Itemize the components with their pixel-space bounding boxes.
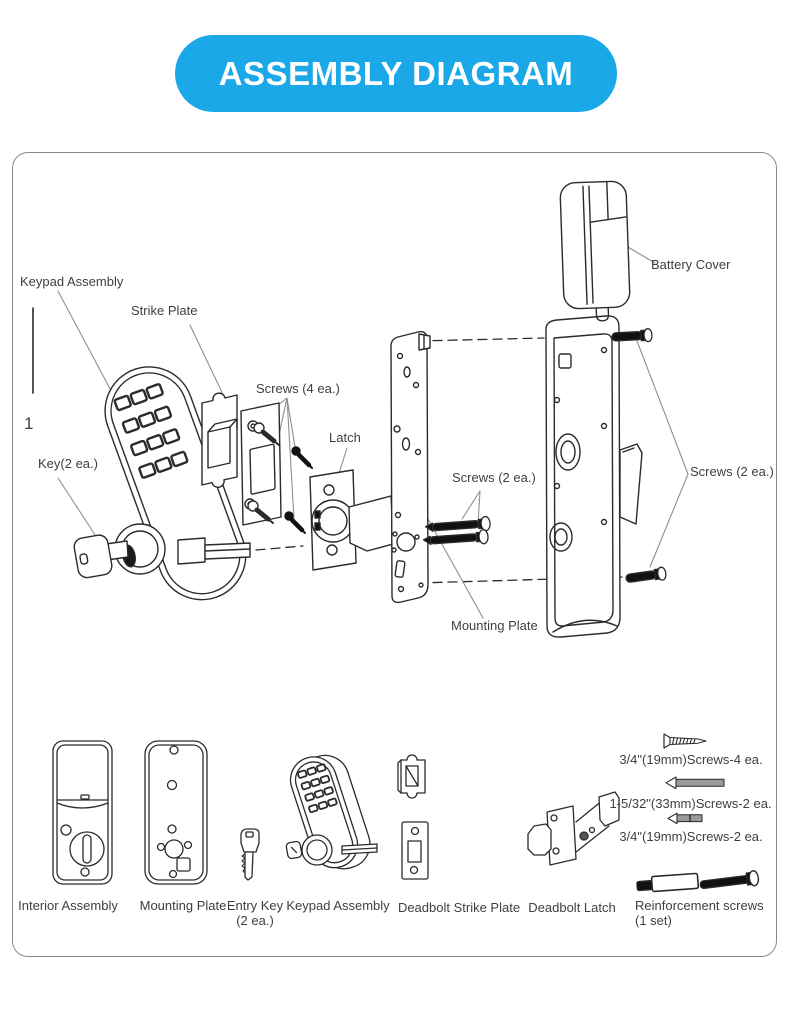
screws-2ea-right-drawing [611,328,667,583]
part-label-keypad-assembly: Keypad Assembly [286,898,390,913]
keypad-assembly-part-drawing [285,754,378,870]
deadbolt-strike-plate-part-drawing [397,754,429,880]
battery-cover-drawing [559,180,631,322]
part-label-deadbolt-latch: Deadbolt Latch [528,900,616,915]
screw-spec-label-1: 1-5/32"(33mm)Screws-2 ea. [609,796,772,811]
reinforcement-screws-icon [636,870,760,893]
callout-screws-2ea-right: Screws (2 ea.) [690,464,774,479]
interior-assembly-drawing [545,315,643,638]
short-machine-screw-icon [667,812,703,825]
strike-backbox-drawing [201,392,238,488]
mounting-plate-drawing [390,330,431,604]
screws-2ea-left-drawing [422,515,491,546]
callout-leader-lines [57,232,689,619]
part-label-reinforcement-screws: Reinforcement screws(1 set) [635,898,775,928]
callout-mounting-plate: Mounting Plate [451,618,538,633]
long-machine-screw-icon [665,776,725,790]
callout-screws-4ea: Screws (4 ea.) [256,381,340,396]
callout-key-2ea: Key(2 ea.) [38,456,98,471]
deadbolt-latch-part-drawing [527,791,620,866]
screw-spec-icons [636,733,760,893]
part-label-entry-key-name: Entry Key [226,898,284,913]
strike-plate-drawing [240,402,282,526]
interior-assembly-part-drawing [52,740,113,885]
part-label-mounting-plate: Mounting Plate [139,898,227,913]
figure-number: 1 [24,414,34,433]
part-label-reinforcement-screws-qty: (1 set) [635,913,672,928]
screw-spec-label-2: 3/4"(19mm)Screws-2 ea. [619,829,763,844]
callout-keypad-assembly: Keypad Assembly [20,274,124,289]
mounting-plate-part-drawing [144,740,208,885]
callout-battery-cover: Battery Cover [651,257,731,272]
part-label-deadbolt-strike-plate: Deadbolt Strike Plate [397,900,521,915]
part-label-entry-key: Entry Key(2 ea.) [222,898,288,928]
tapping-screw-icon [663,733,707,749]
spindle-drawing [177,537,251,565]
part-label-reinforcement-screws-name: Reinforcement screws [635,898,764,913]
screw-spec-label-0: 3/4"(19mm)Screws-4 ea. [619,752,763,767]
part-label-entry-key-qty: (2 ea.) [236,913,274,928]
callout-strike-plate: Strike Plate [131,303,198,318]
assembly-diagram-banner: ASSEMBLY DIAGRAM [175,35,617,112]
page-title: ASSEMBLY DIAGRAM [218,54,574,92]
key-drawing [73,534,129,579]
entry-key-part-drawing [240,828,260,881]
keypad-assembly-drawing [104,366,247,601]
callout-screws-2ea-left: Screws (2 ea.) [452,470,536,485]
callout-latch: Latch [329,430,361,445]
screws-4ea-drawing [247,422,313,534]
part-label-interior-assembly: Interior Assembly [18,898,118,913]
